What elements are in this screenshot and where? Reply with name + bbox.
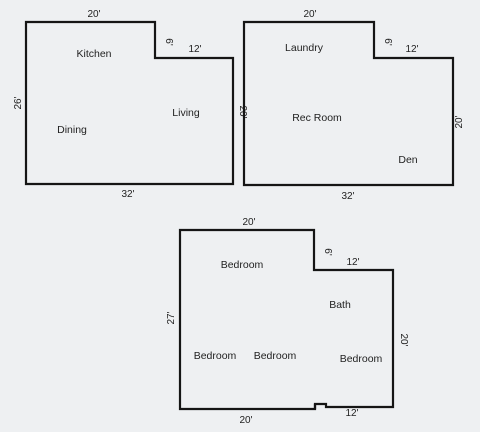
room-living: Living (172, 107, 200, 119)
plan2-walls (242, 20, 455, 187)
plan2-dim-top: 20' (303, 9, 316, 20)
room-rec-room: Rec Room (292, 112, 342, 124)
plan1-dim-top: 20' (87, 9, 100, 20)
plan2-dim-step: 12' (405, 44, 418, 55)
floor-plan-1: Kitchen Living Dining 20' 6' 12' 26' 20'… (13, 9, 248, 200)
room-bedroom-4: Bedroom (340, 353, 383, 365)
room-bath: Bath (329, 299, 351, 311)
plan3-dim-right: 20' (398, 333, 409, 346)
plan3-walls (178, 228, 395, 411)
floor-plan-3: Bedroom Bedroom Bedroom Bedroom Bath 20'… (166, 217, 409, 426)
plan3-dim-left: 27' (166, 311, 177, 324)
plan1-dim-step: 12' (188, 44, 201, 55)
plan2-dim-notch: 6' (382, 38, 393, 46)
room-bedroom-2: Bedroom (194, 350, 237, 362)
room-bedroom-3: Bedroom (254, 350, 297, 362)
room-bedroom-1: Bedroom (221, 259, 264, 271)
room-den: Den (398, 154, 417, 166)
plan1-walls (24, 20, 235, 186)
plan2-dim-bottom: 32' (341, 191, 354, 202)
plan3-dim-top: 20' (242, 217, 255, 228)
room-kitchen: Kitchen (76, 48, 111, 60)
plan1-dim-bottom: 32' (121, 189, 134, 200)
plan1-dim-notch: 6' (163, 38, 174, 46)
plan3-dim-bottom-right: 12' (345, 408, 358, 419)
plan2-dim-right: 20' (454, 115, 465, 128)
plan3-dim-notch: 6' (322, 248, 333, 256)
room-dining: Dining (57, 124, 87, 136)
plan1-dim-right: 20' (237, 105, 248, 118)
plan3-dim-step: 12' (346, 257, 359, 268)
floor-plan-2: Laundry Rec Room Den 20' 6' 12' 20' 32' (242, 9, 465, 202)
plan1-dim-left: 26' (13, 96, 24, 109)
plan3-dim-bottom-left: 20' (239, 415, 252, 426)
room-laundry: Laundry (285, 42, 324, 54)
